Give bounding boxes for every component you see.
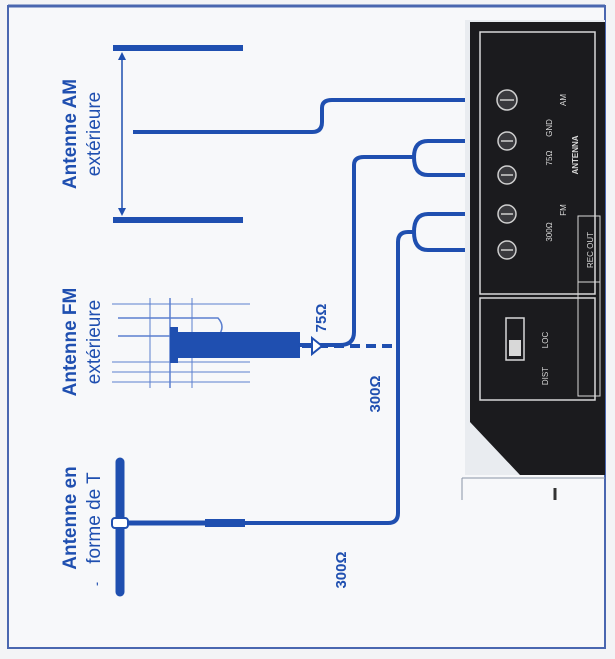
stray-mark: ' — [96, 579, 99, 595]
panel-fm-label: FM — [559, 204, 568, 216]
fm-antenna-label-2: extérieure — [84, 300, 105, 385]
fm-antenna-label-1: Antenne FM — [60, 288, 81, 397]
panel-am-label: AM — [559, 94, 568, 106]
panel-300-label: 300Ω — [545, 222, 554, 241]
loc-dist-switch — [505, 317, 525, 361]
fm-antenna-icon — [112, 298, 300, 388]
connection-wires — [241, 98, 502, 525]
panel-gnd-label: GND — [545, 119, 554, 137]
fm-300-dashed-wire — [302, 335, 398, 357]
panel-dist-label: DIST — [541, 367, 550, 385]
fm-75-ohm-label: 75Ω — [313, 304, 330, 333]
t-antenna-label-2: forme de T — [84, 472, 105, 564]
am-antenna-label-2: extérieure — [84, 92, 105, 177]
t-antenna-label-1: Antenne en — [60, 466, 81, 569]
panel-antenna-label: ANTENNA — [571, 135, 580, 174]
panel-recout-label: REC OUT — [586, 232, 595, 268]
am-antenna-icon — [113, 45, 243, 223]
fm-300-ohm-label: 300Ω — [367, 375, 384, 412]
t-300-ohm-label: 300Ω — [333, 551, 350, 588]
am-antenna-label-1: Antenne AM — [60, 79, 81, 189]
t-antenna-icon — [111, 457, 245, 597]
receiver-rear-panel — [461, 20, 605, 500]
panel-loc-label: LOC — [541, 332, 550, 349]
panel-75-label: 75Ω — [545, 151, 554, 166]
